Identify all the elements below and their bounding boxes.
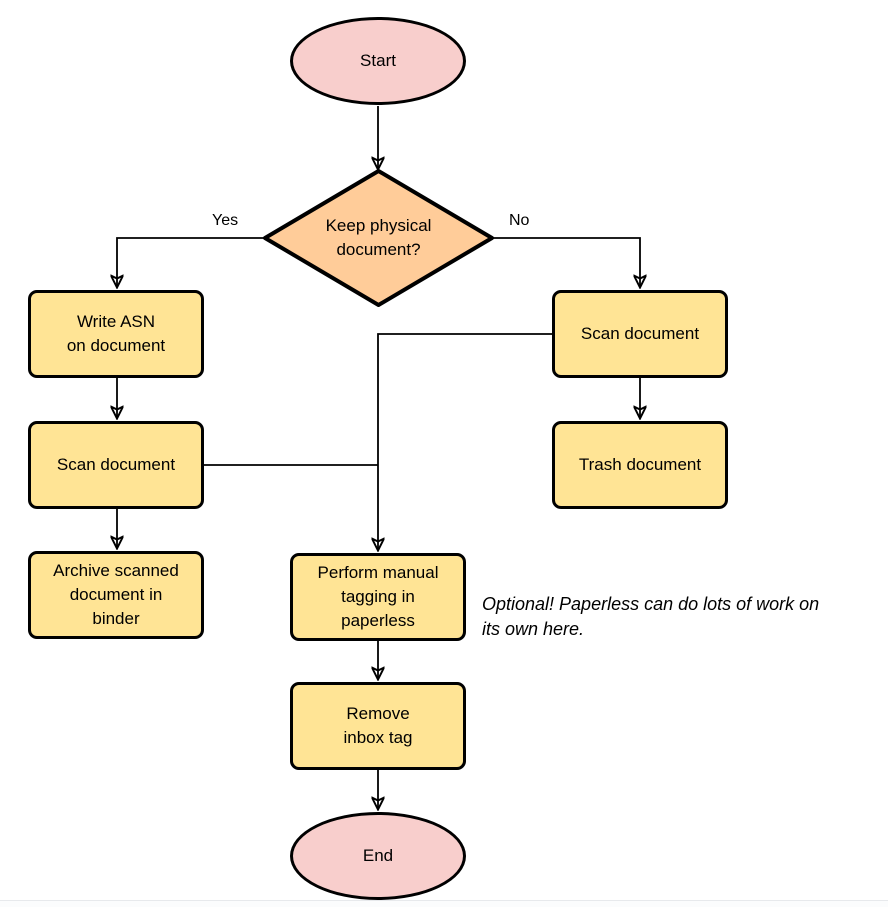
node-manual-tagging: Perform manual tagging in paperless — [290, 553, 466, 641]
node-decision-label: Keep physical document? — [325, 215, 432, 259]
optional-note: Optional! Paperless can do lots of work … — [482, 594, 820, 639]
node-archive-in-binder-label: Archive scanned document in binder — [53, 560, 179, 629]
node-scan-document-right-label: Scan document — [580, 323, 700, 343]
node-remove-inbox-tag-label: Remove inbox tag — [343, 703, 413, 747]
node-scan-document-left: Scan document — [28, 421, 204, 509]
edge-decision-to-scan-right — [492, 237, 640, 287]
node-write-asn: Write ASN on document — [28, 290, 204, 378]
node-remove-inbox-tag: Remove inbox tag — [290, 682, 466, 770]
diamond-shape — [263, 169, 494, 307]
edge-scan-right-to-tagging — [378, 333, 552, 550]
node-trash-document: Trash document — [552, 421, 728, 509]
node-start-label: Start — [360, 51, 396, 70]
edge-decision-to-write-asn — [117, 237, 265, 287]
node-trash-document-label: Trash document — [578, 454, 702, 474]
node-scan-document-left-label: Scan document — [56, 454, 176, 474]
edge-label-yes: Yes — [212, 212, 239, 229]
node-manual-tagging-label: Perform manual tagging in paperless — [317, 562, 439, 631]
node-write-asn-label: Write ASN on document — [66, 311, 166, 355]
node-end: End — [290, 812, 466, 900]
node-scan-document-right: Scan document — [552, 290, 728, 378]
node-archive-in-binder: Archive scanned document in binder — [28, 551, 204, 639]
node-start: Start — [290, 17, 466, 105]
node-end-label: End — [362, 846, 394, 865]
node-decision-keep-physical: Keep physical document? — [262, 168, 495, 308]
window-bottom-edge — [0, 900, 888, 907]
edge-label-no: No — [509, 212, 530, 229]
